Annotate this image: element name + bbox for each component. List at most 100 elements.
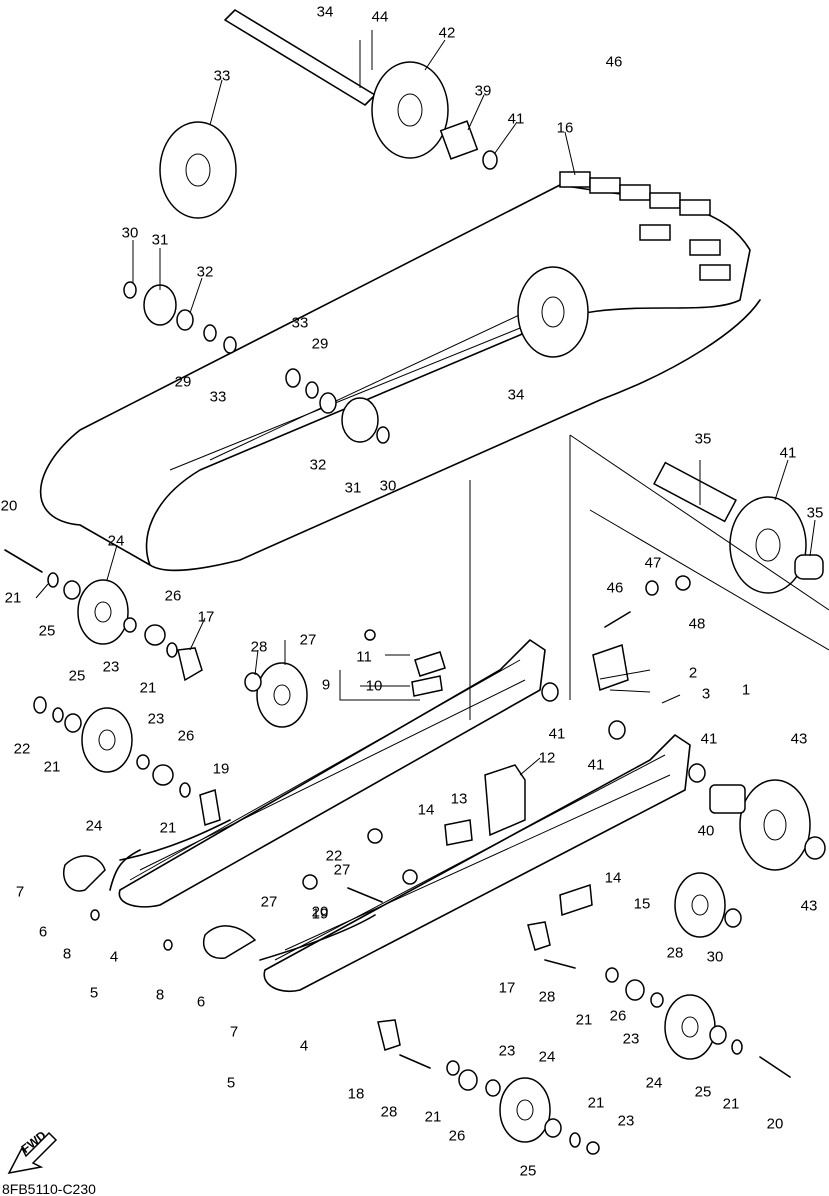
callout-label: 32 — [309, 456, 327, 474]
callout-label: 27 — [260, 893, 278, 911]
callout-label: 26 — [164, 587, 182, 605]
callout-label: 24 — [85, 817, 103, 835]
bracket-2 — [592, 644, 629, 691]
callout-label: 4 — [299, 1037, 309, 1055]
callout-label: 42 — [438, 24, 456, 42]
wheel-24-lower-left — [499, 1077, 551, 1143]
callout-label: 24 — [538, 1048, 556, 1066]
callout-label: 33 — [213, 67, 231, 85]
callout-label: 47 — [644, 554, 662, 572]
callout-label: 29 — [174, 373, 192, 391]
callout-label: 23 — [498, 1042, 516, 1060]
callout-label: 27 — [299, 631, 317, 649]
callout-label: 41 — [548, 725, 566, 743]
callout-label: 33 — [209, 388, 227, 406]
callout-label: 4 — [109, 948, 119, 966]
callout-label: 31 — [344, 479, 362, 497]
callout-label: 30 — [121, 224, 139, 242]
wheel-24-lower-right — [664, 994, 716, 1060]
small-parts — [33, 572, 826, 1155]
wheel-43-bottom — [739, 779, 811, 871]
callout-label: 21 — [139, 679, 157, 697]
callout-label: 19 — [311, 905, 329, 923]
track-lugs — [559, 171, 731, 281]
callout-label: 26 — [609, 1007, 627, 1025]
callout-label: 21 — [722, 1095, 740, 1113]
slide-rail-right — [263, 734, 691, 992]
fwd-arrow-icon: FWD — [4, 1118, 64, 1178]
callout-label: 21 — [587, 1094, 605, 1112]
wheel-24-upper — [77, 579, 129, 645]
callout-label: 1 — [741, 681, 751, 699]
callout-label: 14 — [604, 869, 622, 887]
wheel-42 — [729, 496, 807, 594]
wheel-29-right — [674, 872, 726, 938]
slide-rail-left — [118, 639, 546, 908]
callout-label: 21 — [575, 1011, 593, 1029]
callout-label: 41 — [587, 756, 605, 774]
callout-label: 24 — [645, 1074, 663, 1092]
callout-label: 23 — [102, 658, 120, 676]
callout-label: 25 — [68, 667, 86, 685]
callout-label: 23 — [622, 1030, 640, 1048]
callout-label: 6 — [196, 993, 206, 1011]
callout-label: 14 — [417, 801, 435, 819]
callout-label: 8 — [155, 986, 165, 1004]
callout-label: 20 — [766, 1115, 784, 1133]
callout-label: 16 — [556, 119, 574, 137]
wheel-36-left — [159, 121, 237, 219]
axle-37 — [224, 9, 376, 106]
diagram-code: 8FB5110-C230 — [2, 1181, 96, 1196]
callout-label: 28 — [250, 638, 268, 656]
callout-label: 21 — [424, 1108, 442, 1126]
callout-label: 35 — [806, 504, 824, 522]
spacer-40-bottom — [709, 784, 746, 814]
bracket-17-right — [527, 921, 551, 951]
callout-label: 43 — [800, 897, 818, 915]
callout-label: 35 — [694, 430, 712, 448]
callout-label: 20 — [0, 497, 18, 515]
bracket-18-left — [199, 789, 221, 826]
axle-39 — [653, 461, 737, 523]
callout-label: 28 — [666, 944, 684, 962]
callout-label: 8 — [62, 945, 72, 963]
callout-label: 6 — [38, 923, 48, 941]
callout-label: 34 — [316, 3, 334, 21]
callout-label: 9 — [321, 676, 331, 694]
callout-label: 29 — [311, 335, 329, 353]
callout-label: 5 — [89, 984, 99, 1002]
callout-label: 17 — [498, 979, 516, 997]
callout-label: 31 — [151, 231, 169, 249]
callout-label: 7 — [15, 883, 25, 901]
callout-label: 15 — [633, 895, 651, 913]
callout-label: 28 — [380, 1103, 398, 1121]
callout-label: 25 — [38, 622, 56, 640]
callout-label: 41 — [700, 730, 718, 748]
callout-label: 30 — [706, 948, 724, 966]
bracket-17-left — [177, 647, 203, 682]
bolt-20-left — [4, 549, 43, 573]
callout-label: 17 — [197, 608, 215, 626]
callout-label: 11 — [356, 648, 372, 666]
callout-label: 32 — [196, 263, 214, 281]
callout-label: 10 — [365, 677, 383, 695]
callout-label: 27 — [333, 861, 351, 879]
callout-label: 34 — [507, 386, 525, 404]
wheel-29-left — [256, 662, 308, 728]
callout-label: 22 — [13, 740, 31, 758]
callout-label: 41 — [507, 110, 525, 128]
callout-label: 40 — [697, 822, 715, 840]
callout-label: 19 — [212, 760, 230, 778]
callout-label: 22 — [325, 847, 343, 865]
bolt-20-right — [759, 1056, 791, 1078]
callout-label: 7 — [229, 1023, 239, 1041]
callout-label: 20 — [311, 903, 329, 921]
callout-label: 25 — [694, 1083, 712, 1101]
callout-label: 26 — [448, 1127, 466, 1145]
bolt-19 — [347, 887, 383, 903]
callout-label: 3 — [701, 685, 711, 703]
end-cap-6-right — [203, 925, 257, 959]
wheel-24-mid — [81, 707, 133, 773]
